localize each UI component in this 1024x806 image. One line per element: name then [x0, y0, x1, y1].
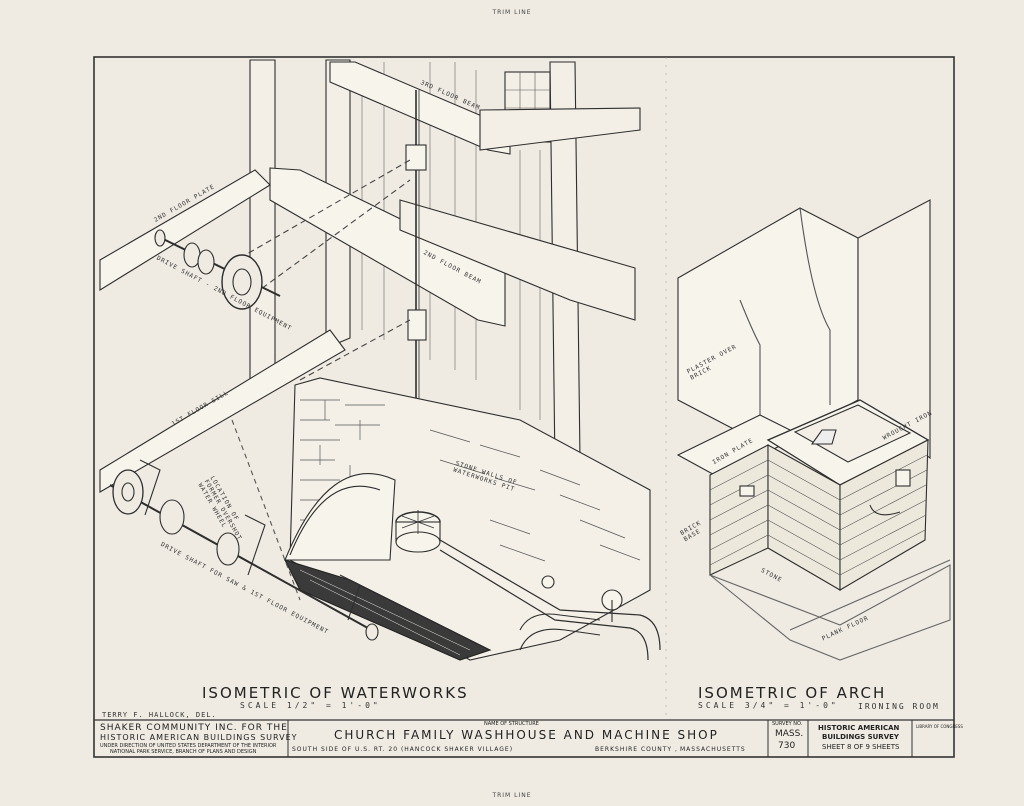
survey-caption: SURVEY NO.	[772, 721, 803, 727]
room-name: IRONING ROOM	[858, 702, 940, 711]
survey-number: 730	[778, 741, 796, 751]
county-name: BERKSHIRE COUNTY ,	[595, 746, 678, 753]
arch-title: ISOMETRIC OF ARCH	[698, 684, 887, 702]
structure-caption: NAME OF STRUCTURE	[484, 721, 539, 727]
structure-name: CHURCH FAMILY WASHHOUSE AND MACHINE SHOP	[334, 728, 719, 742]
org-line-2: HISTORIC AMERICAN BUILDINGS SURVEY	[100, 733, 298, 742]
waterworks-illustration	[99, 59, 661, 661]
arch-scale: SCALE 3/4" = 1'-0"	[698, 701, 839, 710]
habs-line-2: BUILDINGS SURVEY	[822, 733, 899, 741]
loc-note: LIBRARY OF CONGRESS	[916, 724, 963, 729]
state-name: MASSACHUSETTS	[680, 746, 746, 753]
drafter-credit: TERRY F. HALLOCK, DEL.	[102, 711, 217, 719]
habs-line-1: HISTORIC AMERICAN	[818, 724, 900, 732]
org-line-1: SHAKER COMMUNITY INC. FOR THE	[100, 723, 288, 733]
waterworks-scale: SCALE 1/2" = 1'-0"	[240, 701, 381, 710]
waterworks-title: ISOMETRIC OF WATERWORKS	[202, 684, 469, 702]
trim-line-top: TRIM LINE	[492, 9, 532, 16]
survey-state: MASS.	[775, 729, 804, 739]
structure-location: SOUTH SIDE OF U.S. RT. 20 (HANCOCK SHAKE…	[292, 746, 514, 753]
org-line-3: UNDER DIRECTION OF UNITED STATES DEPARTM…	[100, 743, 277, 749]
arch-illustration	[676, 199, 951, 661]
trim-line-bottom: TRIM LINE	[492, 792, 532, 799]
org-line-4: NATIONAL PARK SERVICE, BRANCH OF PLANS A…	[110, 749, 257, 755]
sheet-count: SHEET 8 OF 9 SHEETS	[822, 743, 900, 751]
